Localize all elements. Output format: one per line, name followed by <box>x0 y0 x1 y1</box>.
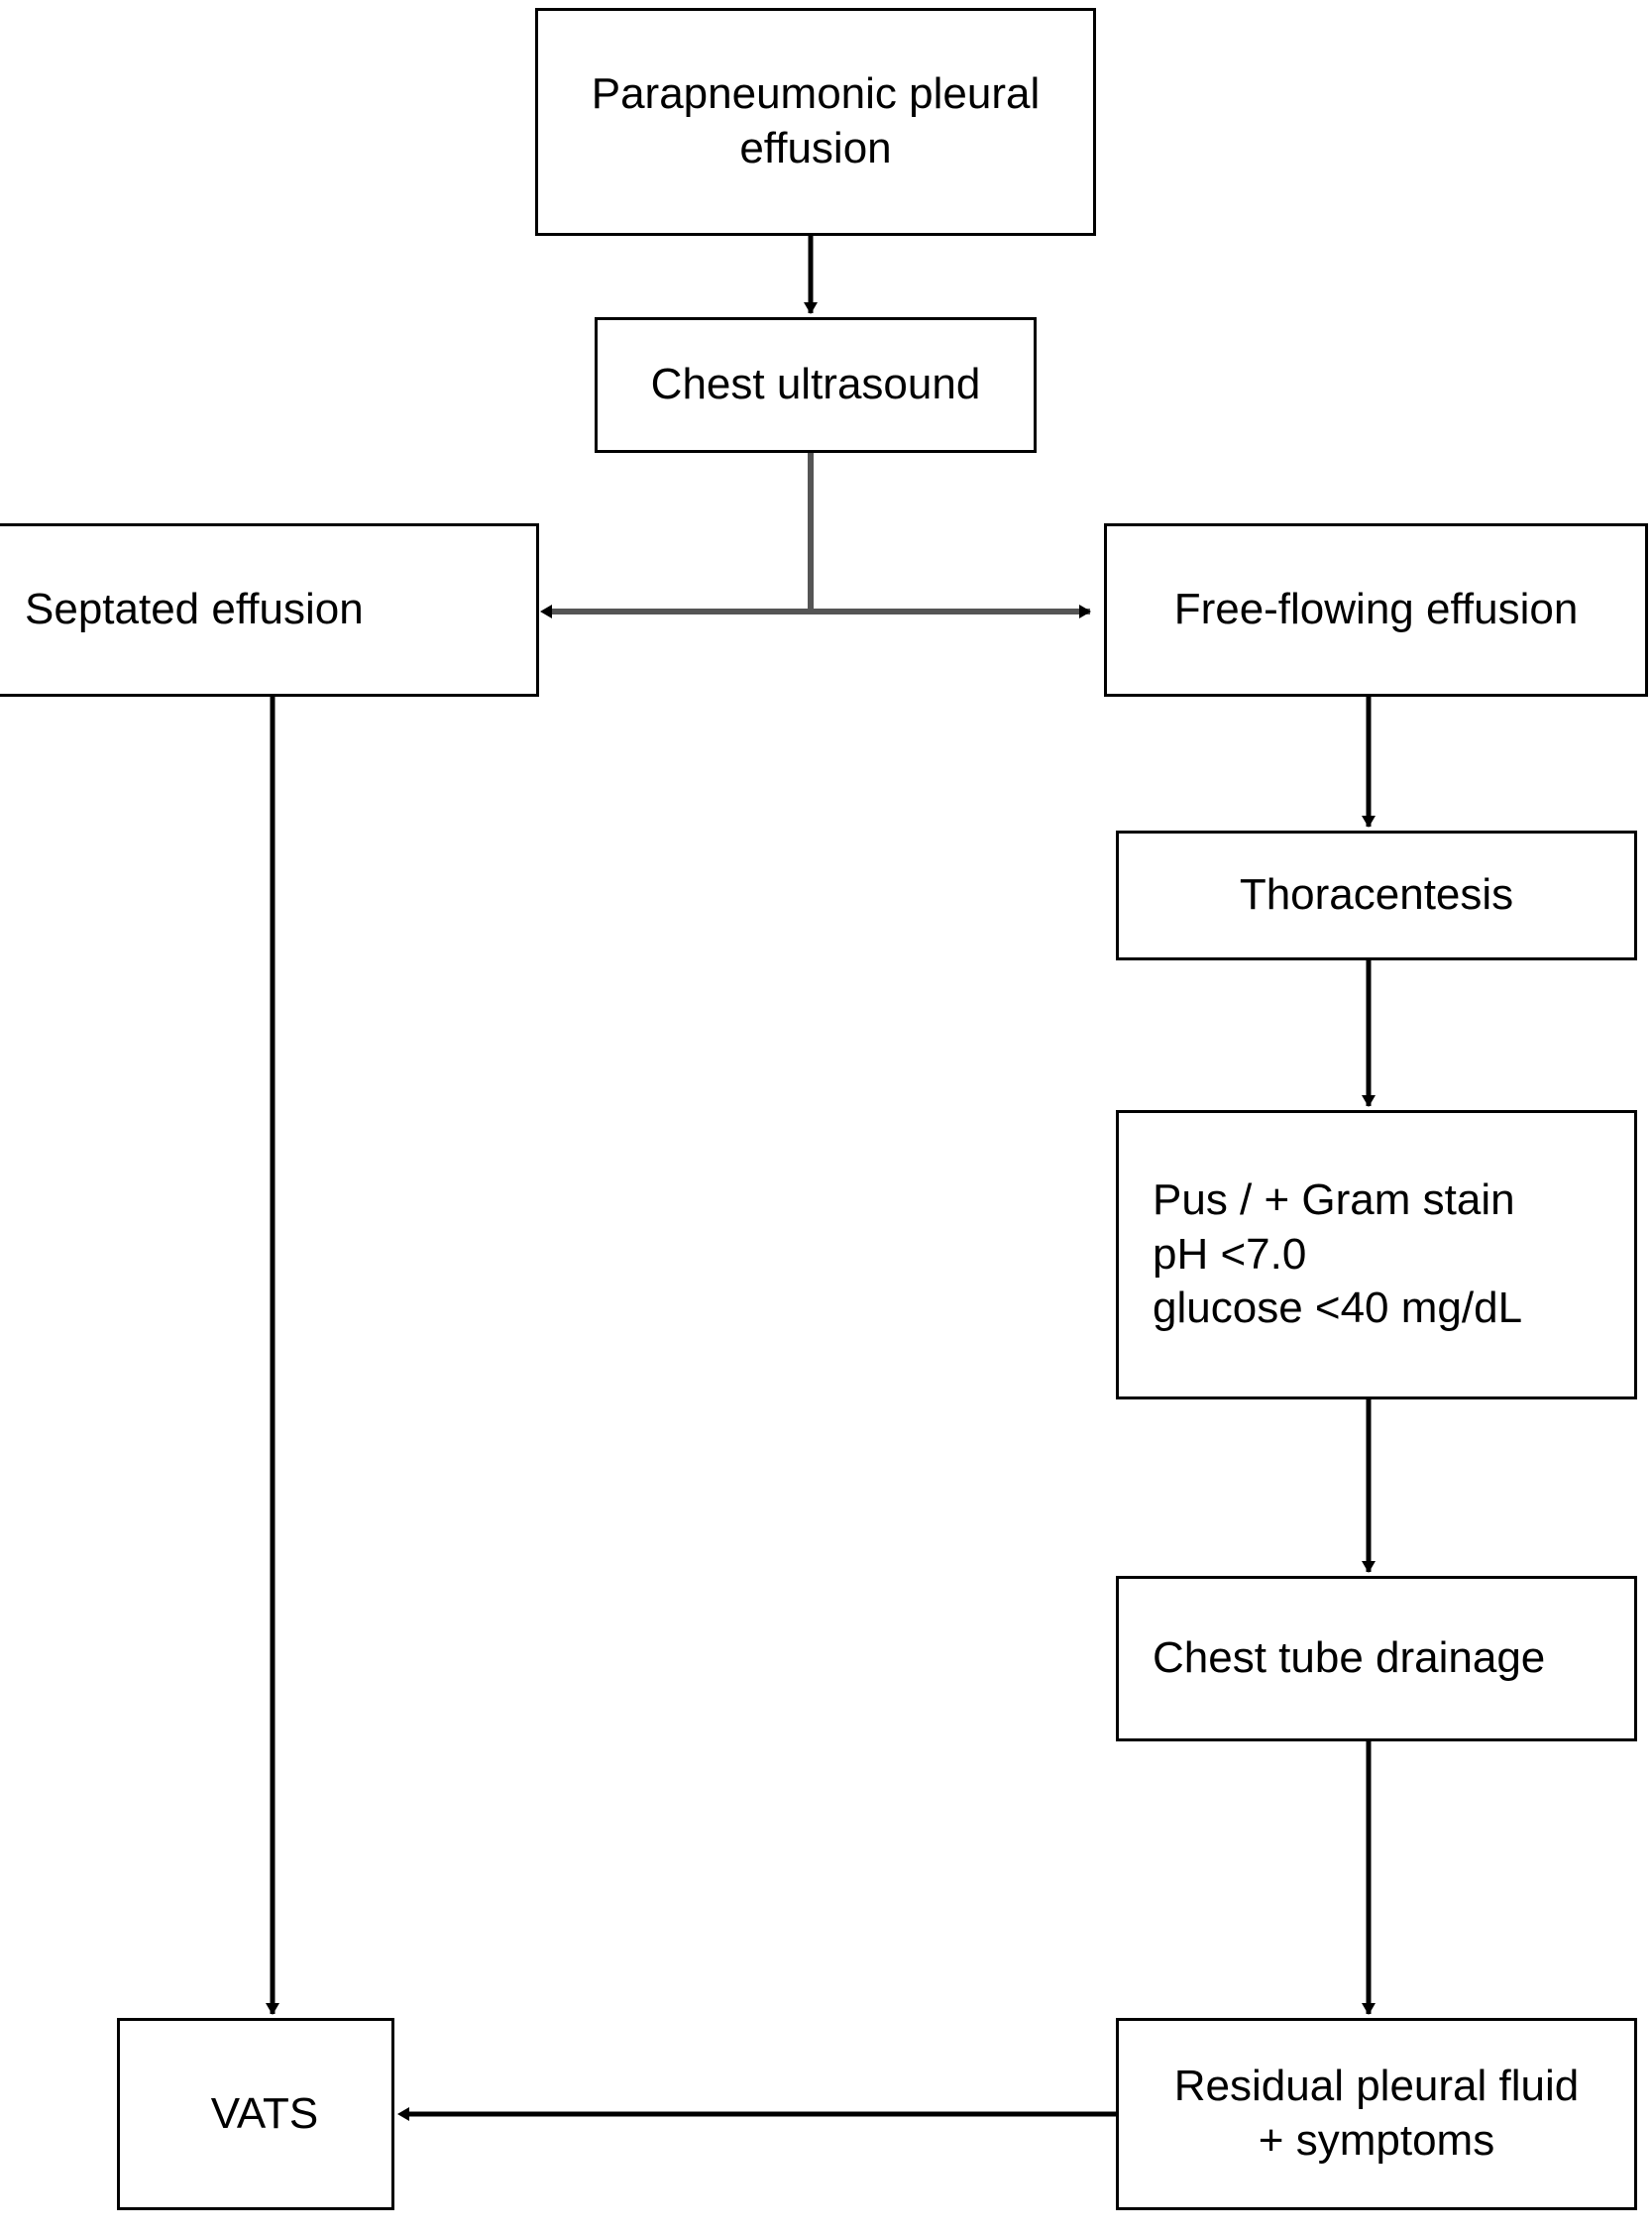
node-label: Parapneumonic pleural effusion <box>591 69 1041 172</box>
node-residual-pleural-fluid[interactable]: Residual pleural fluid + symptoms <box>1116 2018 1637 2210</box>
node-label: Chest ultrasound <box>650 360 981 409</box>
node-parapneumonic-pleural-effusion[interactable]: Parapneumonic pleural effusion <box>535 8 1096 236</box>
edge-ultrasound-split <box>540 453 1091 618</box>
node-chest-tube-drainage[interactable]: Chest tube drainage <box>1116 1576 1637 1741</box>
node-fluid-criteria[interactable]: Pus / + Gram stain pH <7.0 glucose <40 m… <box>1116 1110 1637 1399</box>
node-septated-effusion[interactable]: Septated effusion <box>0 523 539 697</box>
node-thoracentesis[interactable]: Thoracentesis <box>1116 831 1637 960</box>
node-label: Thoracentesis <box>1239 870 1514 920</box>
node-label: Pus / + Gram stain pH <7.0 glucose <40 m… <box>1153 1175 1523 1333</box>
node-label: VATS <box>210 2088 319 2138</box>
node-label: Septated effusion <box>25 585 364 634</box>
node-label: Chest tube drainage <box>1153 1633 1546 1683</box>
node-label: Residual pleural fluid + symptoms <box>1173 2062 1580 2165</box>
node-free-flowing-effusion[interactable]: Free-flowing effusion <box>1104 523 1648 697</box>
node-vats[interactable]: VATS <box>117 2018 394 2210</box>
node-label: Free-flowing effusion <box>1173 585 1579 634</box>
node-chest-ultrasound[interactable]: Chest ultrasound <box>595 317 1037 453</box>
